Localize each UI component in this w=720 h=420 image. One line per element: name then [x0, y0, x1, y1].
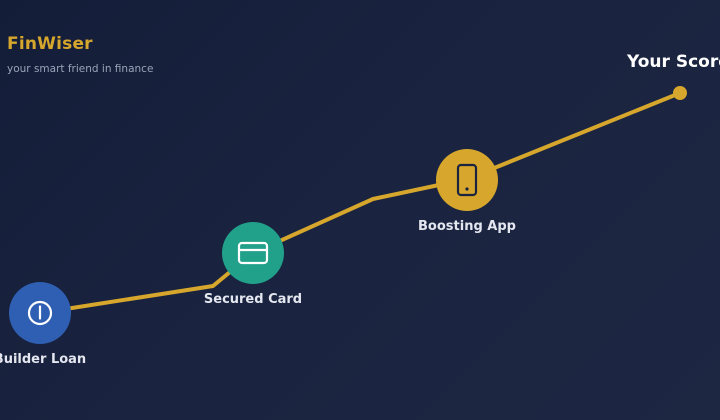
milestone-boosting-app[interactable] — [436, 149, 498, 211]
credit-card-icon — [236, 240, 270, 266]
score-label: Your Score — [627, 52, 720, 72]
smartphone-icon — [455, 163, 479, 197]
milestone-secured-card[interactable] — [222, 222, 284, 284]
power-icon — [26, 299, 54, 327]
milestone-builder-loan[interactable] — [9, 282, 71, 344]
brand-tagline: your smart friend in finance — [7, 63, 154, 75]
milestone-label-secured-card: Secured Card — [203, 292, 303, 307]
milestone-label-builder-loan: Builder Loan — [0, 352, 87, 367]
milestone-label-boosting-app: Boosting App — [418, 219, 516, 234]
progress-path-line — [38, 91, 682, 315]
score-endpoint-dot — [673, 86, 687, 100]
brand-block: FinWiser your smart friend in finance — [7, 36, 207, 75]
brand-name: FinWiser — [7, 34, 93, 54]
